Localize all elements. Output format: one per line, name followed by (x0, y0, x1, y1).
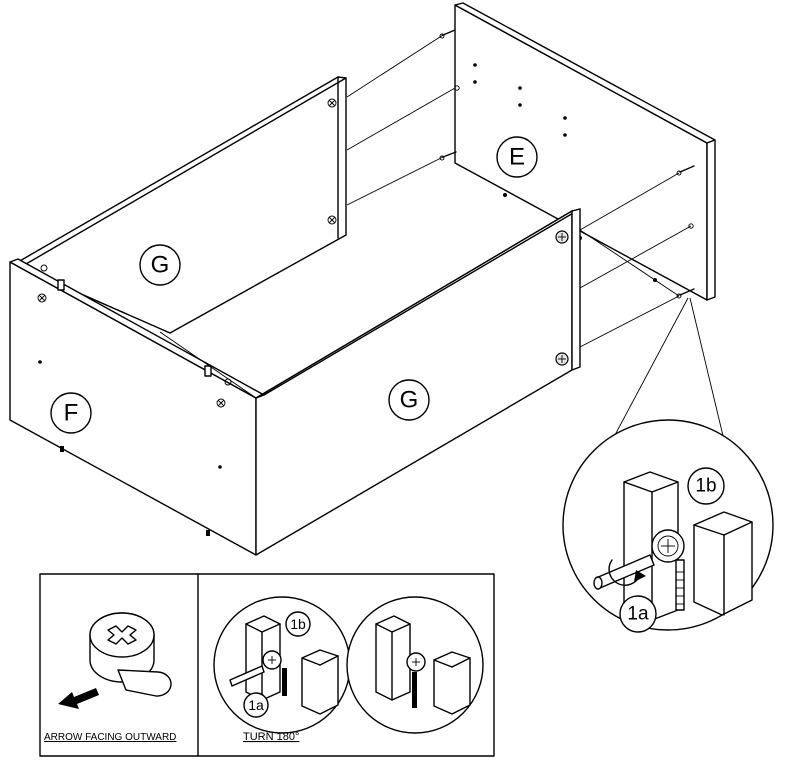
small-label-1b: 1b (290, 616, 306, 632)
screw-bolt-icon (675, 559, 685, 611)
detail-label-1a: 1a (627, 604, 649, 625)
bolt-icon (439, 151, 457, 161)
bolt-icon (676, 165, 695, 176)
screwdriver-icon (593, 554, 655, 590)
cam-lock-icon (555, 352, 569, 366)
detail-label-1b: 1b (695, 476, 716, 497)
label-g-front: G (388, 379, 430, 421)
small-label-1a: 1a (248, 697, 264, 713)
panel-g-back-letter: G (151, 252, 170, 279)
assembly-guide-lines (346, 34, 692, 348)
cam-fitting-icon (651, 529, 685, 563)
screw-icon (327, 98, 337, 108)
panel-g-front-letter: G (400, 387, 419, 414)
screw-icon (37, 293, 47, 303)
turn-step-after (346, 596, 484, 734)
instruction-box: ARROW FACING OUTWARD 1b 1a (39, 573, 495, 757)
rotate-arrow-icon (608, 559, 646, 586)
screw-icon (216, 398, 226, 408)
cam-lock-icon (555, 230, 569, 244)
label-e: E (496, 136, 538, 178)
detail-callout: 1b 1a (562, 297, 774, 633)
dowel-icon (204, 365, 212, 377)
panel-e-letter: E (509, 144, 525, 171)
turn-step-before: 1b 1a (213, 596, 351, 734)
arrow-caption: ARROW FACING OUTWARD (44, 732, 176, 743)
panel-e (439, 2, 716, 301)
label-g-back: G (139, 244, 181, 286)
cam-fitting-icon (89, 612, 172, 697)
dowel-icon (57, 279, 65, 291)
bolt-icon (439, 29, 456, 39)
screw-icon (327, 215, 337, 225)
turn-caption: TURN 180° (243, 731, 299, 743)
bolt-icon (676, 288, 695, 299)
panel-f-letter: F (64, 400, 79, 427)
label-f: F (50, 392, 92, 434)
arrow-outward-icon (58, 688, 99, 709)
